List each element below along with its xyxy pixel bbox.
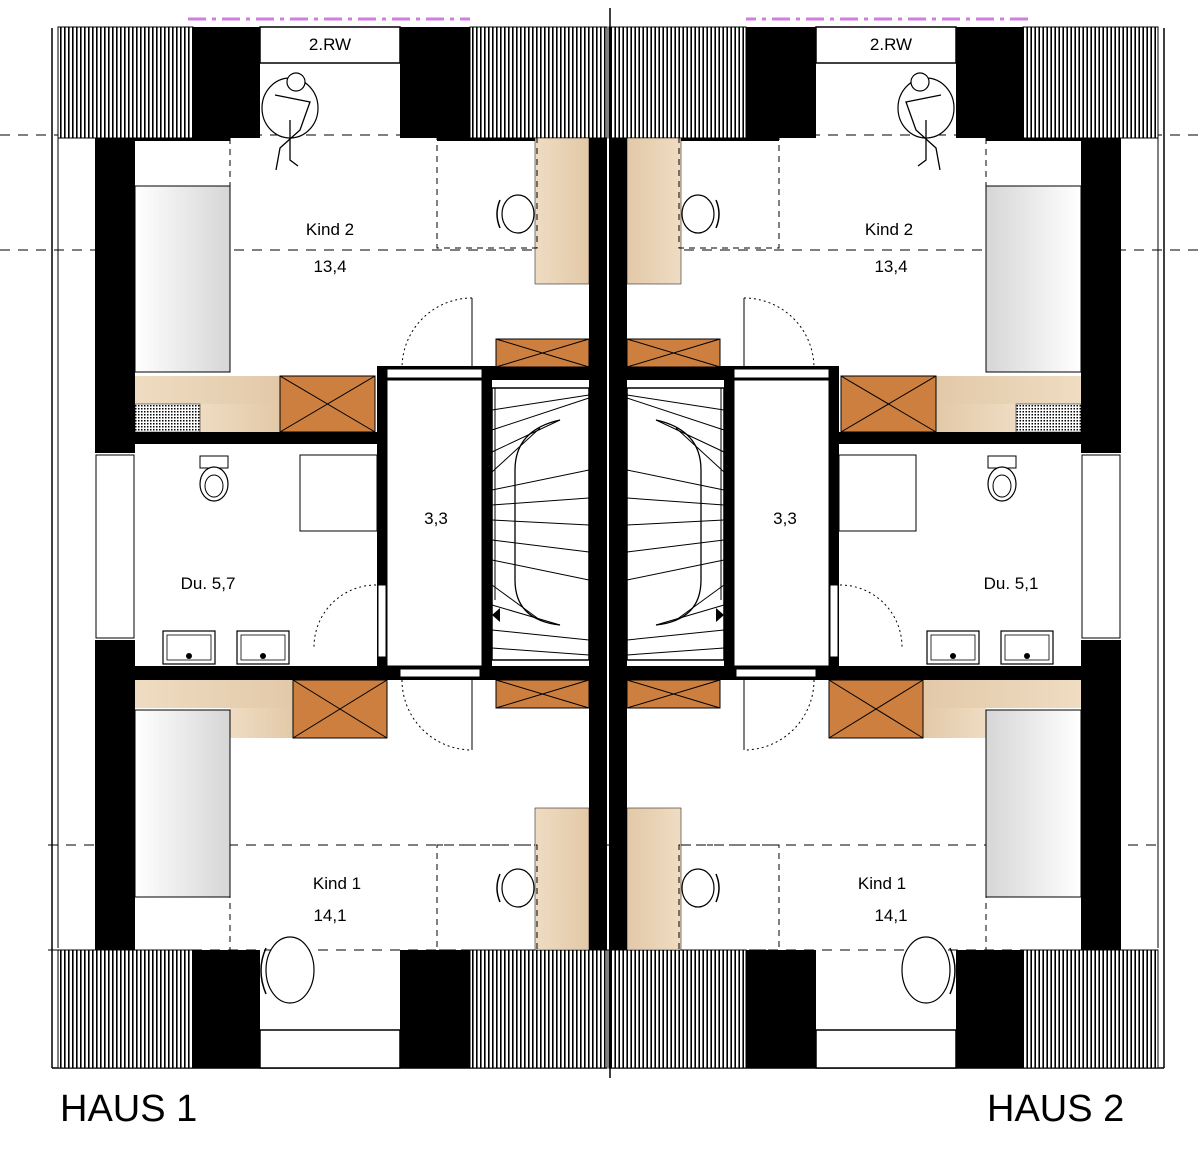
room-name: Kind 1	[858, 874, 906, 893]
room-name: 3,3	[773, 509, 797, 528]
house-2-title: HAUS 2	[987, 1088, 1125, 1130]
room-name: Du. 5,1	[984, 574, 1039, 593]
room-area: 14,1	[313, 906, 346, 925]
room-name: Du. 5,7	[181, 574, 236, 593]
room-area: 13,4	[313, 257, 346, 276]
window-label: 2.RW	[870, 35, 912, 54]
room-name: Kind 1	[313, 874, 361, 893]
room-area: 13,4	[874, 257, 907, 276]
room-area: 14,1	[874, 906, 907, 925]
room-name: 3,3	[424, 509, 448, 528]
window-label: 2.RW	[309, 35, 351, 54]
room-name: Kind 2	[865, 220, 913, 239]
house-1-title: HAUS 1	[60, 1088, 198, 1130]
room-name: Kind 2	[306, 220, 354, 239]
